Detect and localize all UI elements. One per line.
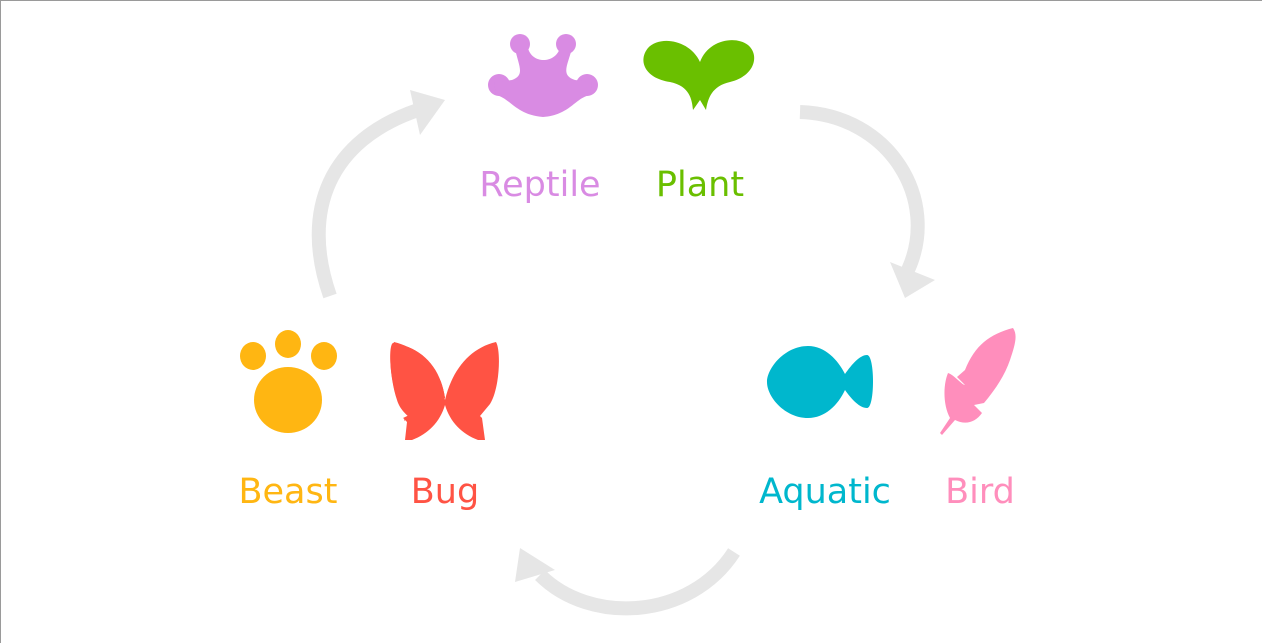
frog-foot-icon <box>488 34 598 117</box>
node-label-bug: Bug <box>411 472 479 512</box>
node-label-aquatic: Aquatic <box>759 472 891 512</box>
fish-icon <box>767 346 873 418</box>
paw-icon <box>240 330 337 433</box>
cycle-arrow-bottom-to-left <box>535 548 740 616</box>
arrowhead-icon <box>890 262 935 298</box>
node-label-beast: Beast <box>239 472 338 512</box>
leaf-sprout-icon <box>643 40 755 110</box>
cycle-arrow-left-to-top <box>311 103 421 299</box>
feather-icon <box>940 328 1016 435</box>
butterfly-icon <box>390 342 499 440</box>
node-label-plant: Plant <box>656 165 744 205</box>
cycle-arrow-top-to-right <box>799 105 925 273</box>
arrowhead-icon <box>410 90 445 135</box>
arrowhead-icon <box>515 548 555 582</box>
node-label-bird: Bird <box>945 472 1015 512</box>
node-label-reptile: Reptile <box>479 165 600 205</box>
